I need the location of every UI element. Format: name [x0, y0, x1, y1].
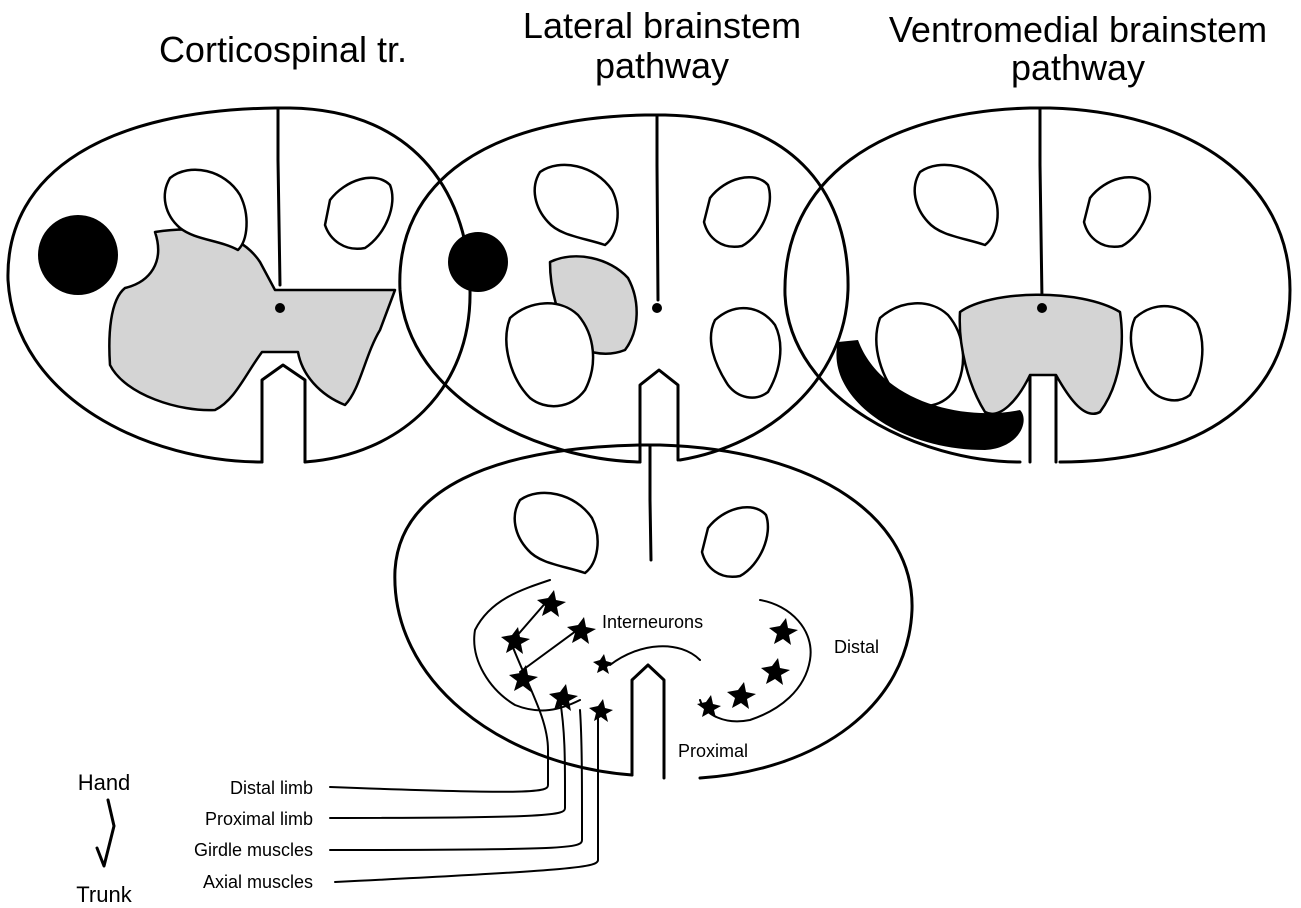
interneuron-link	[520, 628, 580, 672]
interneuron-link	[515, 600, 548, 638]
title-lateral-line1: Lateral brainstem	[523, 5, 801, 46]
dorsal-horn-right	[702, 507, 768, 577]
posterior-septum	[657, 115, 658, 300]
motor-neuron	[727, 682, 756, 709]
title-lateral-line2: pathway	[595, 45, 729, 86]
corticospinal-tract	[38, 215, 118, 295]
ventral-horn-right	[1131, 306, 1202, 400]
label-proximal: Proximal	[678, 741, 748, 761]
rubrospinal-tract	[448, 232, 508, 292]
dorsal-horn-left	[535, 165, 618, 245]
motor-neuron	[769, 618, 798, 645]
label-axial-muscles: Axial muscles	[203, 872, 313, 892]
label-distal-limb: Distal limb	[230, 778, 313, 798]
central-canal	[275, 303, 285, 313]
label-distal: Distal	[834, 637, 879, 657]
section-motor-columns	[330, 445, 912, 882]
motor-neuron	[761, 658, 790, 685]
posterior-septum	[1040, 108, 1042, 300]
anterior-fissure	[632, 665, 664, 778]
motor-neuron	[697, 695, 721, 718]
ventral-grey-right	[700, 600, 811, 721]
label-hand: Hand	[78, 770, 131, 795]
dorsal-horn-left	[915, 165, 998, 245]
axon-proximal-limb	[330, 700, 565, 818]
anterior-fissure	[640, 370, 678, 462]
title-ventromedial-line2: pathway	[1011, 47, 1145, 88]
motor-neuron	[537, 590, 566, 617]
title-ventromedial-line1: Ventromedial brainstem	[889, 9, 1267, 50]
central-canal	[1037, 303, 1047, 313]
section-ventromedial	[785, 108, 1290, 462]
ventral-horn-left	[506, 303, 593, 406]
ventral-horn-right	[711, 308, 780, 398]
axon-distal-limb	[330, 645, 548, 792]
label-girdle-muscles: Girdle muscles	[194, 840, 313, 860]
posterior-septum	[278, 108, 280, 285]
label-trunk: Trunk	[76, 882, 132, 907]
gradient-arrow	[97, 800, 114, 866]
title-corticospinal: Corticospinal tr.	[159, 29, 407, 70]
cord-outline	[785, 108, 1290, 462]
label-interneurons: Interneurons	[602, 612, 703, 632]
motor-neuron	[501, 627, 530, 654]
motor-neuron	[593, 654, 613, 674]
axon-axial-muscles	[335, 712, 598, 882]
section-lateral	[400, 115, 848, 462]
dorsal-horn-right	[1084, 177, 1150, 247]
posterior-septum	[650, 445, 651, 560]
dorsal-horn-left	[515, 493, 598, 573]
interneuron-arc	[610, 646, 700, 665]
motor-neuron	[589, 699, 613, 722]
projection-zone	[109, 230, 395, 411]
dorsal-horn-right	[325, 178, 392, 249]
anterior-fissure	[262, 365, 305, 462]
motor-neuron	[567, 617, 596, 644]
motor-neurons	[501, 590, 798, 722]
label-proximal-limb: Proximal limb	[205, 809, 313, 829]
central-canal	[652, 303, 662, 313]
axon-girdle-muscles	[330, 710, 582, 850]
dorsal-horn-right	[704, 177, 770, 247]
